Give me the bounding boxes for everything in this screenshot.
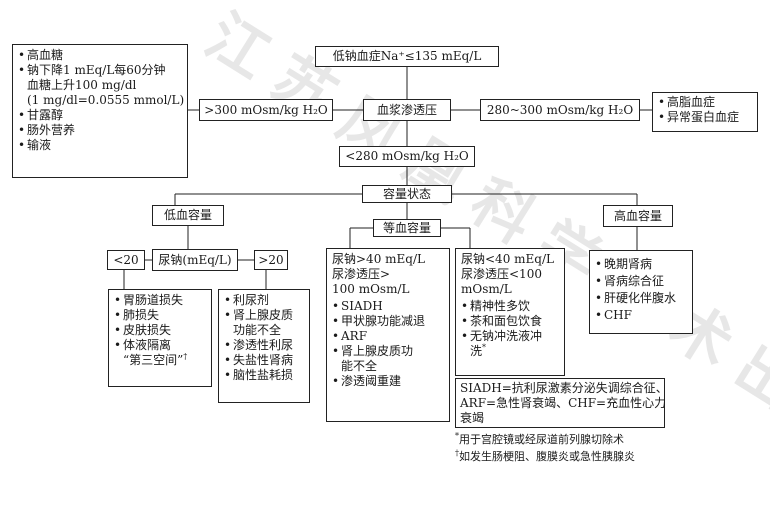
list-item-continued: 血糖上升100 mg/dl [27,78,137,92]
legend-line: 衰竭 [460,411,485,425]
list-item: 钠下降1 mEq/L每60分钟 [18,63,182,78]
hypovolemia-box: 低血容量 [152,205,224,226]
list-item: 异常蛋白血症 [658,110,752,125]
urine-sodium-label: 尿钠(mEq/L) [158,252,232,267]
list-item: 甘露醇 [18,108,182,123]
hypervolemia-causes: 晚期肾病 肾病综合征 肝硬化伴腹水 CHF [589,250,693,334]
low-osmolality-box: <280 mOsm/kg H₂O [339,146,475,167]
asterisk-marker: * [482,343,487,352]
list-item: 肾病综合征 [595,273,687,290]
plasma-osmolality-label: 血浆渗透压 [376,102,437,117]
list-item: 肾上腺皮质 [224,308,304,323]
hyponatremia-label: 低钠血症Na⁺≤135 mEq/L [332,49,482,63]
criteria-line: 尿钠>40 mEq/L [332,252,425,266]
high-osmolality-label: >300 mOsm/kg H₂O [204,102,328,117]
list-item: CHF [595,307,687,324]
normal-osmolality-box: 280~300 mOsm/kg H₂O [480,99,640,121]
list-item-continued: 功能不全 [233,323,282,337]
list-item: 无钠冲洗液冲 [461,329,559,344]
normal-osmolality-causes: 高脂血症 异常蛋白血症 [652,92,758,132]
list-item: 肝硬化伴腹水 [595,290,687,307]
list-item-continued: 能不全 [341,359,378,373]
legend-line: SIADH=抗利尿激素分泌失调综合征、 [460,381,668,395]
list-item-continued: “第三空间”† [123,352,188,368]
normal-osmolality-label: 280~300 mOsm/kg H₂O [486,102,634,117]
list-item: ARF [332,329,444,344]
list-item: 高血糖 [18,48,182,63]
list-item: 肾上腺皮质功 [332,344,444,359]
footnote-asterisk: *用于宫腔镜或经尿道前列腺切除术 [455,431,624,446]
list-item: 渗透性利尿 [224,338,304,353]
list-item: 精神性多饮 [461,299,559,314]
criteria-line: 尿钠<40 mEq/L [461,252,554,266]
list-item: 体液隔离 [114,338,206,353]
list-item-continued: 洗* [470,343,487,359]
criteria-line: mOsm/L [461,282,512,296]
list-item: 皮肤损失 [114,323,206,338]
criteria-line: 100 mOsm/L [332,282,410,296]
criteria-line: 尿渗透压> [332,267,391,281]
list-item: 渗透阈重建 [332,374,444,389]
list-item: 胃肠道损失 [114,293,206,308]
high-osmolality-box: >300 mOsm/kg H₂O [199,99,333,121]
abbreviation-legend: SIADH=抗利尿激素分泌失调综合征、 ARF=急性肾衰竭、CHF=充血性心力 … [455,378,668,428]
euvolemia-label: 等血容量 [382,220,431,235]
volume-status-label: 容量状态 [382,186,431,201]
urine-sodium-box: 尿钠(mEq/L) [152,249,238,271]
list-item: 甲状腺功能减退 [332,314,444,329]
footnote-dagger: †如发生肠梗阻、腹膜炎或急性胰腺炎 [455,448,635,463]
list-item: 失盐性肾病 [224,353,304,368]
list-item: 利尿剂 [224,293,304,308]
list-item: 肠外营养 [18,123,182,138]
urine-na-high-label: >20 [258,252,284,267]
legend-line: ARF=急性肾衰竭、CHF=充血性心力 [460,396,667,410]
hypovolemia-label: 低血容量 [163,208,212,222]
euvolemia-high-urine-na-causes: 尿钠>40 mEq/L 尿渗透压> 100 mOsm/L SIADH 甲状腺功能… [326,248,450,422]
plasma-osmolality-box: 血浆渗透压 [363,99,451,121]
dagger-marker: † [183,352,188,361]
high-osmolality-causes: 高血糖 钠下降1 mEq/L每60分钟 血糖上升100 mg/dl (1 mg/… [12,44,188,178]
urine-na-low-box: <20 [107,250,145,270]
hypervolemia-box: 高血容量 [603,205,673,227]
asterisk-marker: * [455,431,459,441]
euvolemia-low-urine-na-causes: 尿钠<40 mEq/L 尿渗透压<100 mOsm/L 精神性多饮 茶和面包饮食… [455,248,565,376]
urine-na-low-label: <20 [113,252,139,267]
dagger-marker: † [455,448,459,458]
low-osmolality-label: <280 mOsm/kg H₂O [345,149,469,163]
urine-na-high-box: >20 [254,250,288,270]
list-item-continued: (1 mg/dl=0.0555 mmol/L) [27,93,185,107]
criteria-line: 尿渗透压<100 [461,267,542,281]
list-item: 茶和面包饮食 [461,314,559,329]
hypervolemia-label: 高血容量 [613,208,662,223]
volume-status-box: 容量状态 [362,185,452,203]
euvolemia-box: 等血容量 [373,219,441,237]
hypovolemia-low-urine-na-causes: 胃肠道损失 肺损失 皮肤损失 体液隔离 “第三空间”† [108,289,212,387]
list-item: 脑性盐耗损 [224,368,304,383]
list-item: 输液 [18,138,182,153]
list-item: 肺损失 [114,308,206,323]
connector-lines [123,67,652,289]
list-item: SIADH [332,299,444,314]
hyponatremia-box: 低钠血症Na⁺≤135 mEq/L [315,46,499,67]
hypovolemia-high-urine-na-causes: 利尿剂 肾上腺皮质 功能不全 渗透性利尿 失盐性肾病 脑性盐耗损 [218,289,310,403]
list-item: 晚期肾病 [595,256,687,273]
list-item: 高脂血症 [658,95,752,110]
